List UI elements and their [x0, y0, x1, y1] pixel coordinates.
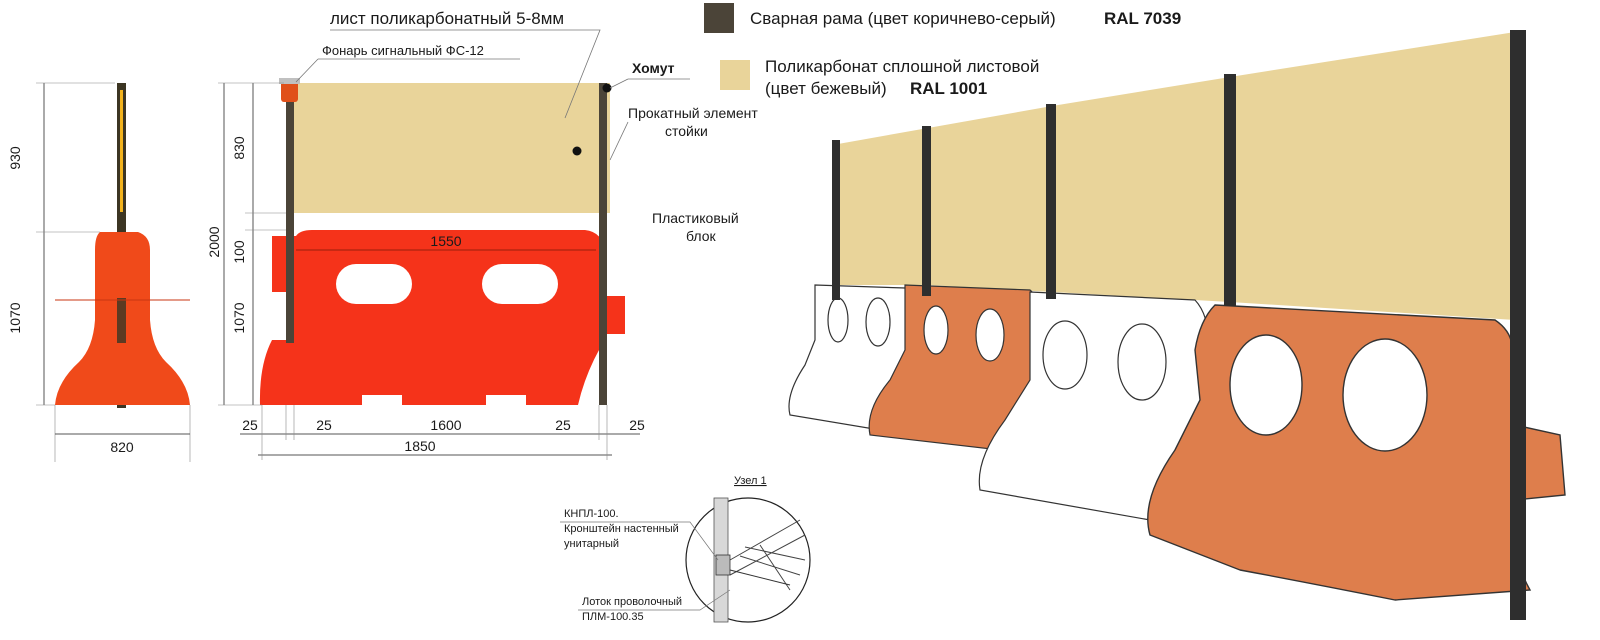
detail-title: Узел 1: [734, 475, 767, 487]
front-dim-25-d: 25: [629, 417, 645, 433]
legend-frame-ral: RAL 7039: [1104, 9, 1181, 28]
persp-block-white-1-hole-a: [827, 297, 849, 343]
front-dim-1550: 1550: [430, 233, 461, 249]
callout-clamp: Хомут: [632, 60, 675, 76]
callout-sheet-leader: [330, 29, 601, 119]
persp-post-3: [1046, 104, 1056, 299]
detail-circle: [685, 497, 811, 623]
front-view: 830 100 1070 2000 1550 25 25 1600 25 25 …: [206, 78, 645, 460]
persp-post-5: [1510, 30, 1526, 620]
callout-lamp: Фонарь сигнальный ФС-12: [322, 43, 484, 58]
detail-wire-tray: [729, 519, 806, 591]
callout-plastic-2: блок: [686, 228, 717, 244]
callout-lamp-leader-diag: [295, 58, 319, 83]
front-polycarbonate-panel: [290, 83, 610, 213]
persp-block-white-2-hole-b: [1117, 323, 1167, 401]
front-post-right: [599, 83, 607, 405]
side-view: 930 1070 820: [7, 82, 191, 462]
persp-block-orange-2-hole-a: [1229, 334, 1303, 436]
side-dim-1070: 1070: [7, 302, 23, 333]
legend: Сварная рама (цвет коричнево-серый) RAL …: [704, 3, 1181, 98]
front-dim-100: 100: [231, 240, 247, 264]
side-dim-930: 930: [7, 146, 23, 170]
callout-clamp-leader-diag: [609, 78, 629, 89]
front-dim-25-a: 25: [242, 417, 258, 433]
callouts: лист поликарбонатный 5-8мм Фонарь сигнал…: [295, 9, 758, 244]
front-dim-1600: 1600: [430, 417, 461, 433]
perspective-view: [788, 30, 1566, 620]
detail-tray-leader: [578, 589, 731, 611]
front-dim-1850: 1850: [404, 438, 435, 454]
front-dim-2000: 2000: [206, 226, 222, 257]
front-dim-25-c: 25: [555, 417, 571, 433]
front-clamp-marker: [602, 83, 612, 93]
detail-bracket-leader: [560, 521, 719, 561]
legend-frame-text: Сварная рама (цвет коричнево-серый): [750, 9, 1056, 28]
front-signal-lamp: [281, 80, 298, 102]
front-block-handle-left: [336, 264, 412, 304]
front-plastic-block: [259, 230, 625, 405]
detail-bracket-arm: [729, 569, 791, 586]
callout-rolled-leader: [609, 121, 629, 161]
detail-bracket-3: унитарный: [564, 538, 619, 550]
side-dim-820: 820: [110, 439, 134, 455]
persp-post-1: [832, 140, 840, 300]
detail-bracket-1: КНПЛ-100.: [564, 508, 619, 520]
front-dim-830: 830: [231, 136, 247, 160]
legend-poly-line2: (цвет бежевый): [765, 79, 887, 98]
persp-panel-1: [838, 128, 928, 285]
callout-rolled-2: стойки: [665, 123, 708, 139]
detail-bracket-2: Кронштейн настенный: [564, 523, 679, 535]
persp-block-white-1-hole-b: [865, 297, 891, 347]
front-post-left: [286, 83, 294, 343]
front-signal-lamp-cap: [279, 78, 300, 84]
front-dim-1070: 1070: [231, 302, 247, 333]
legend-poly-ral: RAL 1001: [910, 79, 987, 98]
front-sheet-marker: [572, 146, 582, 156]
persp-panel-2: [928, 106, 1052, 292]
side-view-post-slot: [117, 298, 126, 343]
front-block-handle-right: [482, 264, 558, 304]
persp-panel-3: [1052, 77, 1230, 302]
legend-poly-swatch: [720, 60, 750, 90]
detail-tray-2: ПЛМ-100.35: [582, 611, 644, 623]
persp-block-orange-1-hole-a: [923, 305, 949, 355]
callout-sheet: лист поликарбонатный 5-8мм: [330, 9, 564, 28]
persp-post-2: [922, 126, 931, 296]
detail-bracket: [715, 554, 731, 576]
persp-post-4: [1224, 74, 1236, 306]
front-dim-25-b: 25: [316, 417, 332, 433]
detail-node: Узел 1 КНПЛ-100. Кронштейн настенный уни…: [560, 475, 811, 623]
persp-block-orange-2: [1147, 304, 1566, 601]
callout-rolled-1: Прокатный элемент: [628, 105, 758, 121]
persp-panel-4: [1230, 32, 1515, 320]
side-view-reflector-stripe: [120, 90, 123, 212]
detail-tray-1: Лоток проволочный: [582, 596, 682, 608]
legend-poly-line1: Поликарбонат сплошной листовой: [765, 57, 1039, 76]
persp-block-orange-1-hole-b: [975, 308, 1005, 362]
callout-plastic-1: Пластиковый: [652, 210, 739, 226]
persp-block-orange-2-hole-b: [1342, 338, 1428, 452]
legend-frame-swatch: [704, 3, 734, 33]
persp-block-white-2-hole-a: [1042, 320, 1088, 390]
